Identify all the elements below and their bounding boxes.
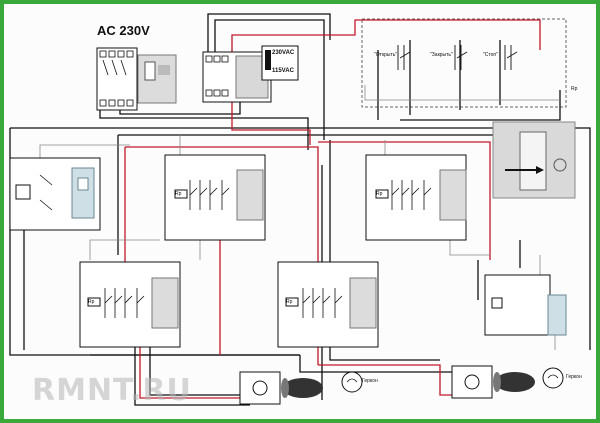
button-stop-label: "Стоп" <box>483 52 498 58</box>
psu-input-label: 230VAC <box>272 50 295 56</box>
breaker-group <box>96 47 177 111</box>
reed-sensor-2-label: Геркон <box>566 374 582 380</box>
power-supply <box>202 45 299 103</box>
breaker-device <box>137 54 177 104</box>
contactor-2-label: Rp <box>376 191 383 197</box>
reed-sensor-1 <box>341 371 363 393</box>
contactor-4-label: Rp <box>286 299 293 305</box>
motor-2 <box>451 365 535 399</box>
contactor-4 <box>277 261 379 348</box>
reed-sensor-2 <box>542 367 564 389</box>
relay-module-left <box>9 157 101 231</box>
button-enclosure <box>361 18 567 108</box>
contactor-2 <box>365 154 467 241</box>
relay-label-top: Rp <box>571 86 578 92</box>
watermark: RMNT.RU <box>32 373 192 408</box>
relay-module-right <box>484 274 567 336</box>
reed-sensor-1-label: Геркон <box>362 378 378 384</box>
detail-inset <box>492 121 576 199</box>
buttons-symbols <box>397 45 518 70</box>
motor-1 <box>239 371 323 405</box>
contactor-1-label: Rp <box>175 191 182 197</box>
contactor-3 <box>79 261 181 348</box>
button-close-label: "Закрыть" <box>430 52 453 58</box>
contactor-3-label: Rp <box>88 299 95 305</box>
contactor-1 <box>164 154 266 241</box>
supply-title: AC 230V <box>97 23 150 38</box>
button-open-label: "Открыть" <box>374 52 398 58</box>
psu-output-label: 115VAC <box>272 68 294 74</box>
power-lines-red <box>124 19 541 399</box>
control-lines <box>39 85 560 350</box>
